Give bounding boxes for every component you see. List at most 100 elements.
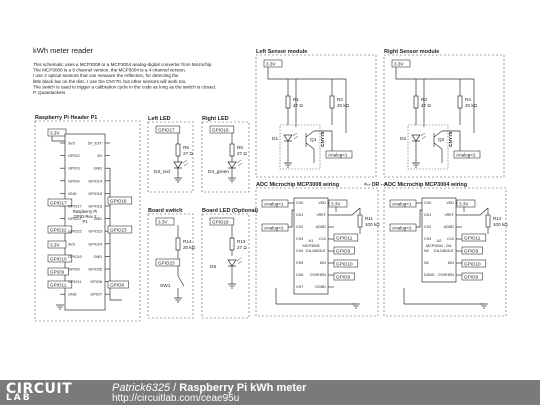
right-sensor-block-supply-text: 3.3V [394,61,404,66]
board-led-block-label: Board LED (Optional) [202,208,258,214]
right-led-block-led [227,161,237,169]
rpi-pin-left: GPIO10 [68,255,82,259]
rpi-chip-label: P1 [82,219,88,224]
left-sensor-block-led-name: D1 [272,136,278,142]
adc-3004-block-pin-right: CS/SHDN [438,273,455,277]
rpi-pin-left: GPIO11 [68,280,81,284]
rpi-pin-right: GND [94,217,103,221]
right-sensor-block-label: Right Sensor module [384,49,439,55]
author-link[interactable]: Patrick6325 [112,382,171,394]
adc-3004-block-in-tag-2 [389,223,417,232]
board-switch-ground [174,297,182,303]
rpi-left-tag-text: GPIO11 [50,282,67,287]
adc-3008-block-pin-right: CS/SHDN [310,273,327,277]
description-line: This schematic uses a MCP3008 or a MCP30… [33,62,213,67]
rpi-right-tag-text: GPIO23 [110,227,127,232]
adc-3008-block-pin-right: DIN [320,261,327,265]
rpi-pin-right: GND [94,167,103,171]
rpi-left-tag-text: GPIO9 [50,269,64,274]
wire [267,67,346,80]
left-sensor-block-r1-name: R1 [293,97,299,102]
board-led-tag-text: GPIO18 [212,219,229,224]
adc-3004-block-out-tag [461,233,487,242]
adc-3004-block-pin-left: NC [424,249,430,253]
rpi-connector [64,133,106,311]
adc-3008-block-pin-left: CH2 [296,225,303,229]
right-led-block-resistor-name: R6 [237,145,243,150]
rpi-pin-left: GPIO17 [68,205,82,209]
adc-3004-block-pin-right: CLK [447,237,455,241]
right-sensor-block-r1 [413,95,419,109]
wire [334,207,361,216]
rpi-left-tag-text: 3.3V [50,242,60,247]
wire [51,136,65,142]
right-sensor-block-ir-led-rays [420,132,427,140]
adc-3004-block-in-tag-1-text: Analog<1 [392,201,412,206]
logo-top: CIRCUIT [6,381,73,397]
left-sensor-block-supply [263,59,283,68]
board-switch-tag [155,258,181,267]
adc-3004-block-resistor-name: R12 [493,216,502,221]
wire [403,288,484,305]
adc-3004-block-out-tag [461,259,487,268]
adc-3004-block-pin-right: DIN [448,261,455,265]
adc-3004-block-out-tag [461,272,483,281]
board-led-block [201,213,250,319]
rpi-right-tag [107,196,133,205]
right-sensor-block-ground-1 [412,162,420,168]
rpi-pin-left: GPIO4 [68,179,80,183]
wire [395,67,474,80]
rpi-left-tag-text: GPIO10 [50,256,67,261]
board-led-diode-rays [236,257,243,265]
board-led-resistor-name: R13 [237,239,246,244]
adc-3008-block-resistor-value: 100 kΩ [365,222,380,227]
adc-3004-block-supply-text: 3.3V [459,201,469,206]
rpi-pin-right: GPIO23 [88,230,102,234]
left-led-block-resistor-name: R5 [183,145,189,150]
left-led-block [147,121,194,193]
adc-3008-block-pin-left: CH5 [296,261,303,265]
adc-3008-block-pin-left: CH3 [296,237,303,241]
credit-separator: / [170,382,180,394]
adc-3008-block-pin-left: CH0 [296,201,303,205]
rpi-pin-left: GND [68,293,77,297]
adc-3004-block-out-tag-text: GPIO10 [464,261,481,266]
adc-3004-block-chip-name: MCP3004 - DIL [426,244,452,248]
adc-3008-block-out-tag-text: GPIO9 [336,248,350,253]
adc-3008-block-pin-right: VDD [318,201,326,205]
left-led-block-tag-text: GPIO17 [158,127,175,132]
rpi-pin-right: GPIO15 [88,192,102,196]
adc-3008-block-out-tag-text: GPIO10 [336,261,353,266]
left-sensor-block-part-label: CNY70 [320,131,326,147]
circuit-url[interactable]: http://circuitlab.com/ceae95u [112,393,240,404]
adc-3004-block [383,187,507,317]
adc-3004-block-resistor [485,214,491,228]
left-sensor-block-phototransistor [305,130,315,150]
rpi-pin-right: GPIO14 [88,179,102,183]
circuitlab-logo[interactable]: CIRCUIT LAB [6,381,90,403]
adc-3004-block-pin-left: DGND [424,273,435,277]
rpi-block-label: Raspberry Pi Header P1 [35,115,97,121]
adc-3004-block-pin-right: VDD [446,201,454,205]
right-led-block-resistor [229,143,235,157]
adc-3004-block-pin-left: CH0 [424,201,431,205]
board-led-diode-name: D5 [210,264,216,270]
left-sensor-block-supply-text: 3.3V [266,61,276,66]
rpi-pin-left: GPIO27 [68,217,82,221]
rpi-right-tag-text: GPIO8 [110,282,124,287]
adc-3004-block-out-tag [461,246,483,255]
rpi-left-tag-text: GPIO17 [50,200,67,205]
rpi-chip-label: GPIO-Rev 2 [74,214,97,219]
wire [462,207,489,216]
adc-3008-block-in-tag-1-text: Analog<1 [264,201,284,206]
adc-3004-block-ground [480,303,488,309]
adc-3008-block-out-tag [333,246,355,255]
adc-3004-block-pin-left: CH1 [424,213,431,217]
rpi-pin-left: GND [68,192,77,196]
left-led-block-led [173,161,183,169]
adc-3008-block-resistor-name: R11 [365,216,374,221]
rpi-left-tag [47,267,69,276]
block-frames [34,54,507,322]
adc-3004-block-pin-right: VREF [444,213,454,217]
